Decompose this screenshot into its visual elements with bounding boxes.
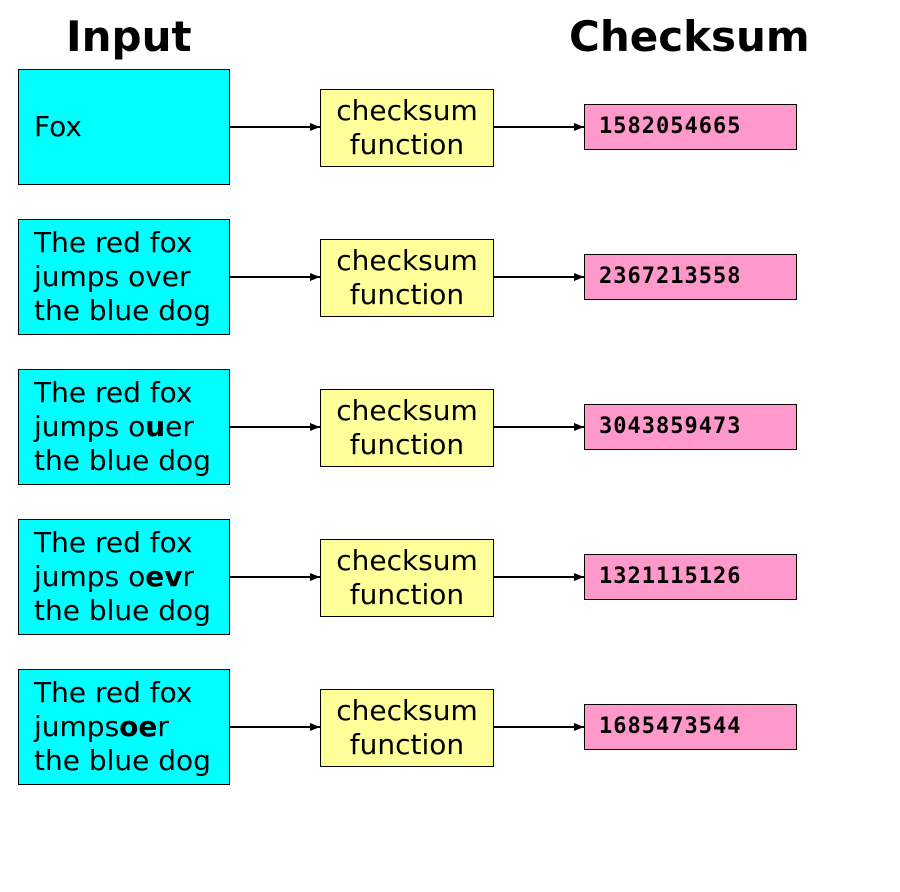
input-column-header: Input	[66, 12, 192, 61]
input-text-line: The red fox	[34, 676, 229, 710]
input-text-line: Fox	[34, 110, 229, 144]
input-text-segment: the blue dog	[34, 744, 211, 777]
checksum-value-box: 1685473544	[584, 704, 797, 750]
input-text-line: the blue dog	[34, 444, 229, 478]
input-text-segment: the blue dog	[34, 444, 211, 477]
input-text-segment: The red fox	[34, 526, 193, 559]
input-text-segment: the blue dog	[34, 294, 211, 327]
function-label-line: checksum	[336, 93, 478, 127]
input-text-segment: jumps o	[34, 560, 146, 593]
input-text-line: jumps ouer	[34, 410, 229, 444]
checksum-value-box: 1321115126	[584, 554, 797, 600]
checksum-value-box: 3043859473	[584, 404, 797, 450]
function-label-line: function	[349, 127, 465, 161]
input-text-segment: jumps over	[34, 260, 191, 293]
input-text-line: jumps oevr	[34, 560, 229, 594]
input-text-segment: jumps o	[34, 410, 146, 443]
function-label-line: function	[349, 577, 465, 611]
input-text-segment: The red fox	[34, 226, 193, 259]
input-text-line: The red fox	[34, 226, 229, 260]
input-text-segment: r	[182, 560, 194, 593]
input-text-segment: The red fox	[34, 376, 193, 409]
function-label-line: checksum	[336, 393, 478, 427]
function-label-line: function	[349, 727, 465, 761]
input-text-segment: jumps	[34, 710, 120, 743]
input-text-segment: The red fox	[34, 676, 193, 709]
function-label-line: checksum	[336, 693, 478, 727]
function-label-line: checksum	[336, 243, 478, 277]
function-label-line: function	[349, 277, 465, 311]
function-label-line: function	[349, 427, 465, 461]
input-text-line: The red fox	[34, 526, 229, 560]
input-text-line: the blue dog	[34, 294, 229, 328]
function-label-line: checksum	[336, 543, 478, 577]
checksum-value-box: 1582054665	[584, 104, 797, 150]
input-text-line: jumpsoer	[34, 710, 229, 744]
checksum-value-box: 2367213558	[584, 254, 797, 300]
input-text-line: The red fox	[34, 376, 229, 410]
input-text-line: jumps over	[34, 260, 229, 294]
input-text-segment: er	[165, 410, 194, 443]
changed-characters: oe	[119, 710, 158, 743]
input-text-segment: r	[157, 710, 169, 743]
changed-characters: u	[145, 410, 166, 443]
changed-characters: ev	[145, 560, 183, 593]
input-text-line: the blue dog	[34, 744, 229, 778]
input-text-segment: the blue dog	[34, 594, 211, 627]
input-text-segment: Fox	[34, 110, 82, 143]
input-text-line: the blue dog	[34, 594, 229, 628]
input-box: Fox	[18, 69, 230, 185]
checksum-column-header: Checksum	[569, 12, 810, 61]
